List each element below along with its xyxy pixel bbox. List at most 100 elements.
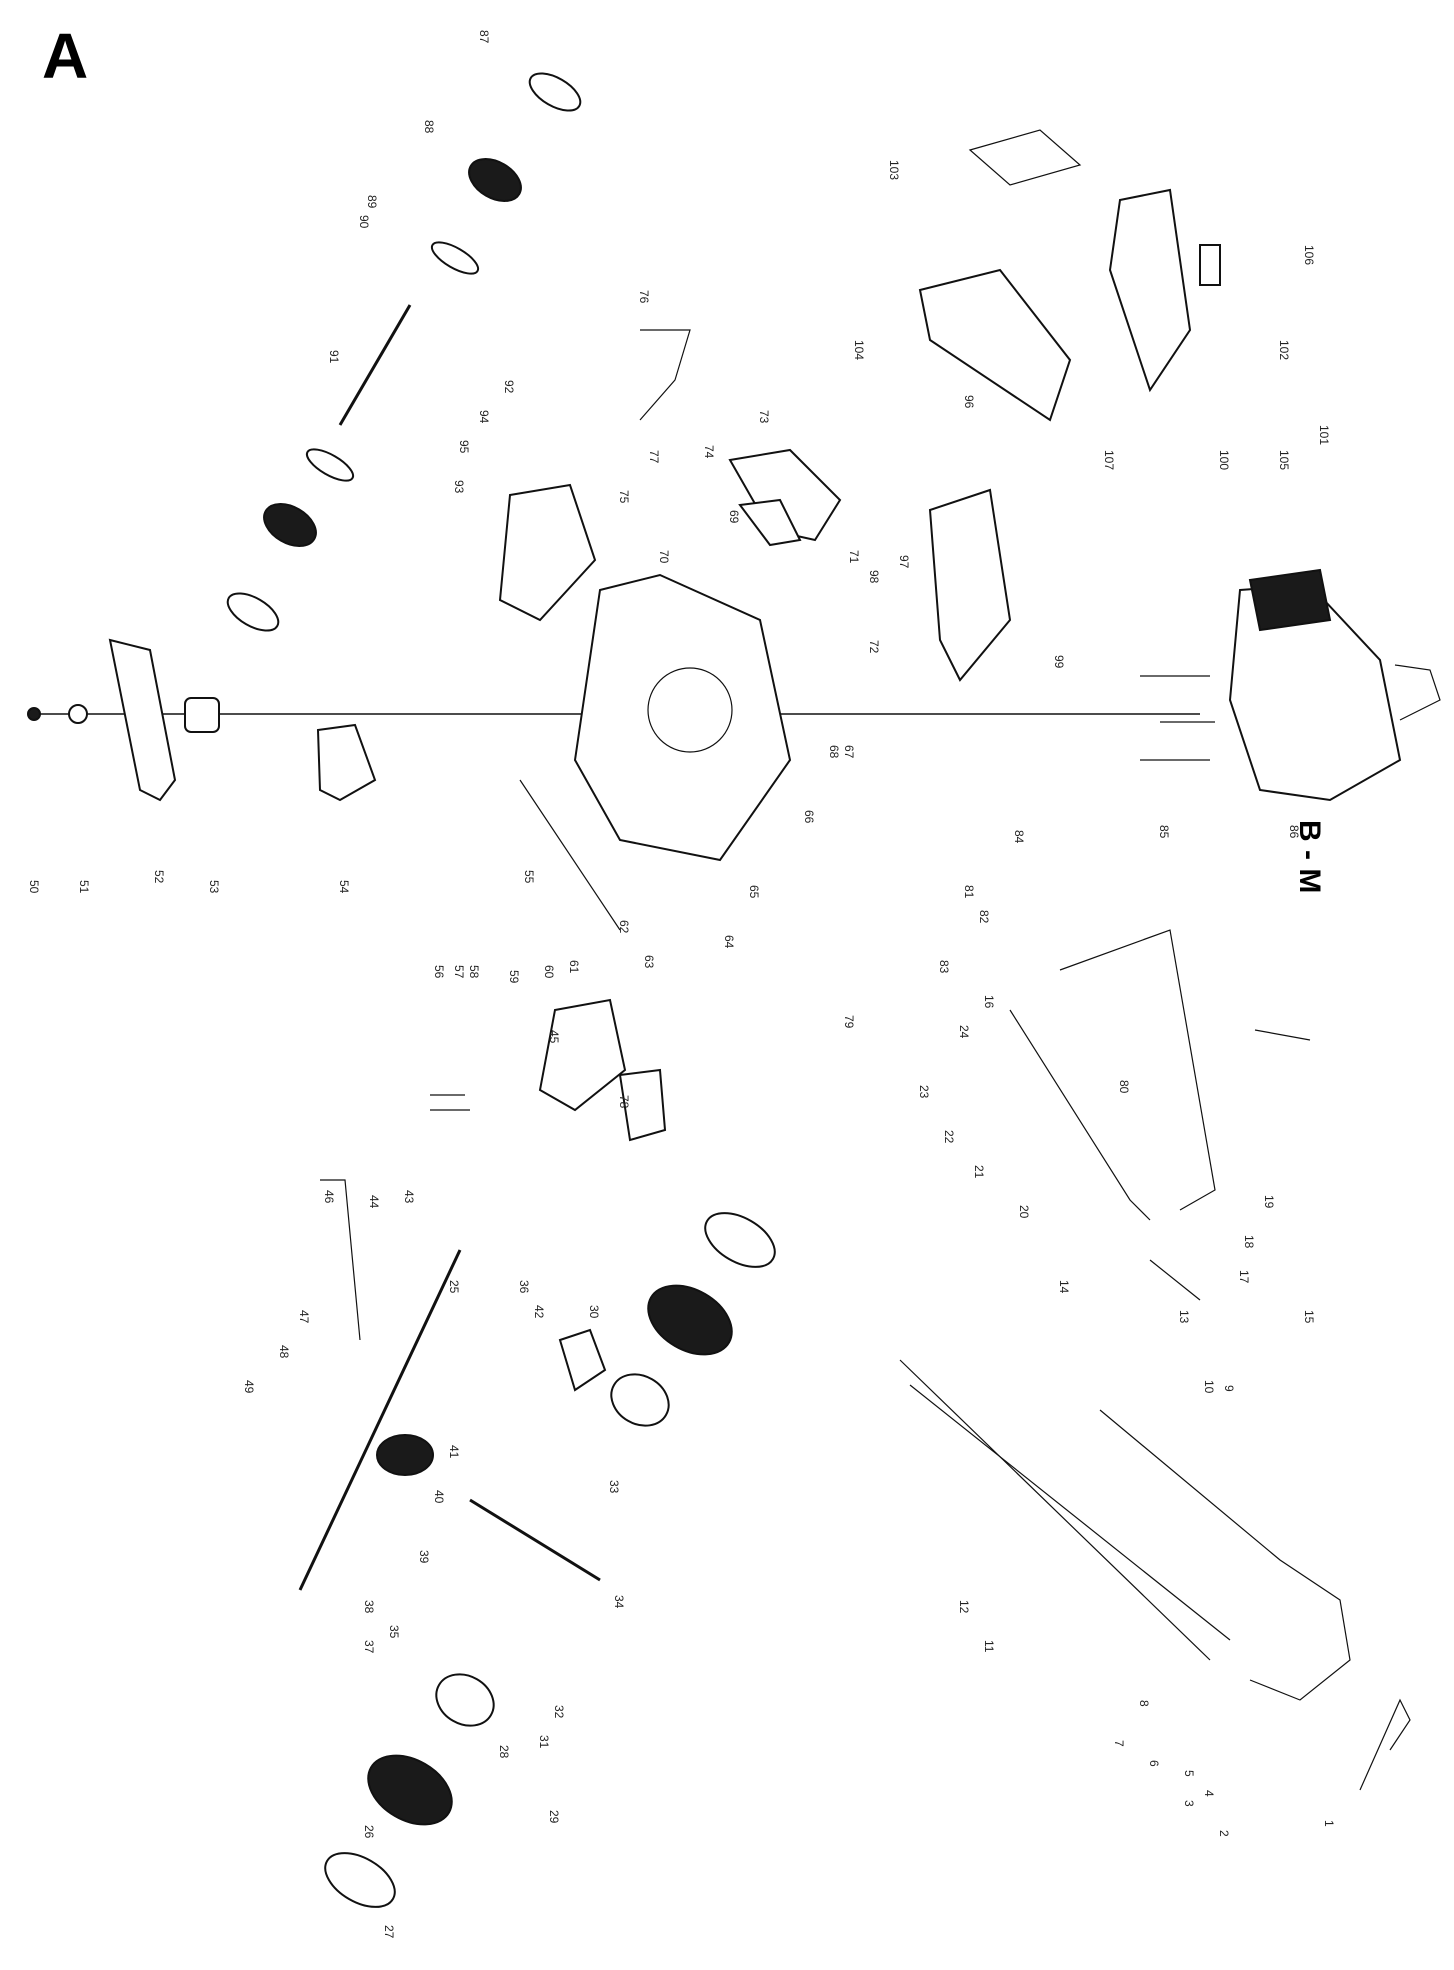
callout-53: 53 [207, 880, 221, 894]
callout-20: 20 [1017, 1205, 1031, 1219]
upper-handle [1099, 1409, 1351, 1701]
callout-71: 71 [847, 550, 861, 564]
rear-wheels [324, 1212, 776, 1908]
callout-68: 68 [827, 745, 841, 759]
callout-14: 14 [1057, 1280, 1071, 1294]
callout-38: 38 [362, 1600, 376, 1614]
callout-43: 43 [402, 1190, 416, 1204]
engine-top [1248, 568, 1332, 632]
rear-wheel-top [647, 1284, 733, 1356]
callout-31: 31 [537, 1735, 551, 1749]
callout-102: 102 [1277, 340, 1291, 360]
rear-hubcap-top [704, 1212, 776, 1268]
front-hubcap-top [430, 241, 480, 275]
callout-17: 17 [1237, 1270, 1251, 1284]
front-wheel-cap-top [528, 72, 582, 112]
callout-40: 40 [432, 1490, 446, 1504]
handle-frame [1009, 929, 1311, 1301]
rear-wheel-hub-bottom [435, 1673, 495, 1727]
callout-54: 54 [337, 880, 351, 894]
callout-92: 92 [502, 380, 516, 394]
callout-4: 4 [1202, 1790, 1216, 1797]
callout-65: 65 [747, 885, 761, 899]
callout-34: 34 [612, 1595, 626, 1609]
callout-89: 89 [365, 195, 379, 209]
callout-91: 91 [327, 350, 341, 364]
rear-axle [469, 1498, 601, 1582]
callout-26: 26 [362, 1825, 376, 1839]
callout-6: 6 [1147, 1760, 1161, 1767]
callout-77: 77 [647, 450, 661, 464]
callout-81: 81 [962, 885, 976, 899]
callout-86: 86 [1287, 825, 1301, 839]
grass-catcher [918, 129, 1221, 422]
callout-75: 75 [617, 490, 631, 504]
callout-84: 84 [1012, 830, 1026, 844]
callout-49: 49 [242, 1380, 256, 1394]
drive-belt [320, 1179, 361, 1341]
callout-69: 69 [727, 510, 741, 524]
mower-deck [498, 448, 842, 862]
callout-103: 103 [887, 160, 901, 180]
lever-rod [639, 329, 691, 421]
callout-15: 15 [1302, 1310, 1316, 1324]
callout-97: 97 [897, 555, 911, 569]
callout-87: 87 [477, 30, 491, 44]
callout-36: 36 [517, 1280, 531, 1294]
blade-adapter [184, 697, 220, 733]
upper-handle-assembly [899, 1359, 1411, 1791]
callout-85: 85 [1157, 825, 1171, 839]
chute-body [928, 488, 1012, 682]
callout-105: 105 [1277, 450, 1291, 470]
front-wheel-cap-bottom [226, 592, 280, 632]
callout-76: 76 [637, 290, 651, 304]
callout-42: 42 [532, 1305, 546, 1319]
callout-28: 28 [497, 1745, 511, 1759]
pivot-bracket [558, 1328, 607, 1392]
rear-hubcap-bottom [324, 1852, 396, 1908]
callout-13: 13 [1177, 1310, 1191, 1324]
callout-62: 62 [617, 920, 631, 934]
callout-23: 23 [917, 1085, 931, 1099]
front-axle-assembly [226, 72, 582, 632]
front-hubcap-bottom [305, 448, 355, 482]
callout-25: 25 [447, 1280, 461, 1294]
gearbox [376, 1434, 434, 1476]
callout-107: 107 [1102, 450, 1116, 470]
drive-shaft [298, 1249, 462, 1591]
callout-61: 61 [567, 960, 581, 974]
blade-assembly [27, 638, 377, 802]
callout-44: 44 [367, 1195, 381, 1209]
handle-grip [1359, 1698, 1411, 1791]
callout-58: 58 [467, 965, 481, 979]
callout-8: 8 [1137, 1700, 1151, 1707]
callout-79: 79 [842, 1015, 856, 1029]
handle-knob-bottom [1149, 1259, 1201, 1301]
pull-start [1394, 664, 1441, 721]
lower-handle-right [1009, 1009, 1151, 1221]
callout-47: 47 [297, 1310, 311, 1324]
cover-74 [738, 498, 802, 547]
callout-39: 39 [417, 1550, 431, 1564]
callout-55: 55 [522, 870, 536, 884]
callout-37: 37 [362, 1640, 376, 1654]
handle-knob-top [1254, 1029, 1311, 1041]
rear-wheel-hub-top [610, 1373, 670, 1427]
rear-wheel-bottom [367, 1754, 453, 1826]
deck-shell [573, 573, 792, 862]
callout-3: 3 [1182, 1800, 1196, 1807]
callout-46: 46 [322, 1190, 336, 1204]
callout-57: 57 [452, 965, 466, 979]
callout-2: 2 [1217, 1830, 1231, 1837]
callout-29: 29 [547, 1810, 561, 1824]
blade [108, 638, 177, 802]
callout-51: 51 [77, 880, 91, 894]
callout-64: 64 [722, 935, 736, 949]
callout-99: 99 [1052, 655, 1066, 669]
callout-5: 5 [1182, 1770, 1196, 1777]
callout-72: 72 [867, 640, 881, 654]
blade-washer [68, 704, 88, 724]
callout-10: 10 [1202, 1380, 1216, 1394]
rear-guard [316, 723, 377, 802]
callout-1: 1 [1322, 1820, 1336, 1827]
